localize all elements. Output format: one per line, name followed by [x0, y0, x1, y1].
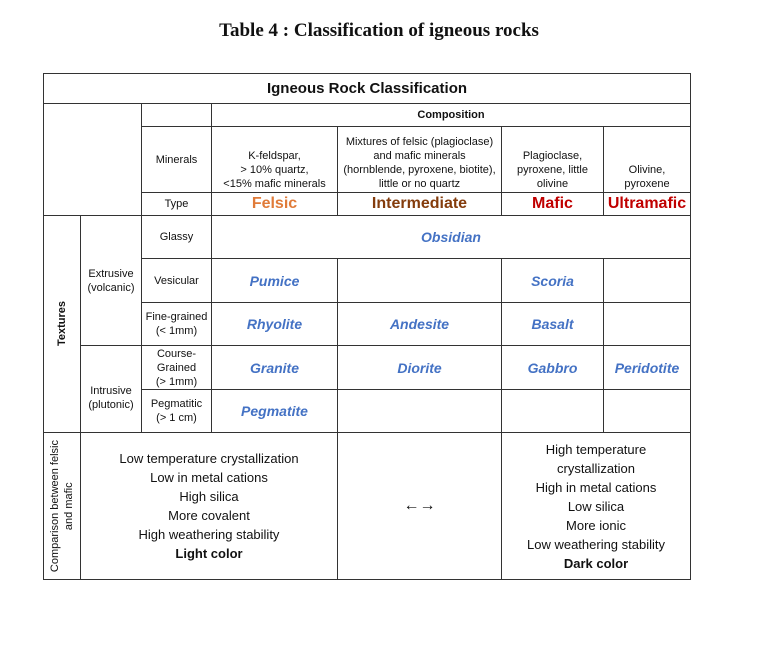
rock-andesite: Andesite: [337, 302, 502, 346]
mineral-line: > 10% quartz,: [240, 164, 309, 176]
rock-vesicular-ultramafic-empty: [603, 258, 691, 303]
mafic-property: Low silica: [567, 498, 625, 514]
blank-composition-label-cell: [141, 103, 212, 127]
rock-pegmatitic-ultramafic-empty: [603, 389, 691, 433]
table-caption: Table 4 : Classification of igneous rock…: [219, 20, 539, 41]
rock-peridotite: Peridotite: [603, 345, 691, 390]
mineral-line: Mixtures of felsic (plagioclase): [345, 136, 494, 148]
type-intermediate: Intermediate: [337, 192, 502, 216]
texture-label-pegmatitic: Pegmatitic (> 1 cm): [141, 389, 212, 433]
texture-label-line: (> 1 cm): [156, 412, 197, 424]
rock-pumice: Pumice: [211, 258, 338, 303]
mafic-property: High temperature: [545, 441, 647, 457]
textures-label-cell: Textures: [43, 215, 81, 433]
composition-header: Composition: [211, 103, 691, 127]
minerals-intermediate: Mixtures of felsic (plagioclase) and maf…: [337, 126, 502, 193]
comparison-label-cell: Comparison between felsic and mafic: [43, 432, 81, 580]
texture-label-course-grained: Course- Grained (> 1mm): [141, 345, 212, 390]
minerals-label: Minerals: [141, 126, 212, 193]
mineral-line: little or no quartz: [378, 178, 461, 190]
minerals-felsic: K-feldspar, > 10% quartz, <15% mafic min…: [211, 126, 338, 193]
texture-label-glassy: Glassy: [141, 215, 212, 259]
texture-label-line: Fine-grained: [145, 311, 208, 323]
rock-pegmatitic-intermediate-empty: [337, 389, 502, 433]
mineral-line: K-feldspar,: [248, 150, 301, 162]
comparison-arrow-cell: ←→: [337, 432, 502, 580]
mafic-color-property: Dark color: [563, 555, 629, 571]
mafic-property: Low weathering stability: [526, 536, 666, 552]
mineral-line: Plagioclase,: [522, 150, 583, 162]
group-label-line: Intrusive: [90, 385, 132, 397]
comparison-label-line: and mafic: [63, 482, 75, 530]
rock-diorite: Diorite: [337, 345, 502, 390]
comparison-felsic: Low temperature crystallization Low in m…: [80, 432, 338, 580]
mafic-property: High in metal cations: [535, 479, 657, 495]
group-label-line: (plutonic): [88, 399, 134, 411]
type-mafic: Mafic: [501, 192, 604, 216]
felsic-property: More covalent: [168, 508, 250, 523]
texture-label-line: (< 1mm): [155, 325, 198, 337]
left-right-arrow-icon: ←→: [403, 497, 436, 514]
group-extrusive: Extrusive (volcanic): [80, 215, 142, 346]
mineral-line: olivine: [536, 178, 569, 190]
minerals-mafic: Plagioclase, pyroxene, little olivine: [501, 126, 604, 193]
mineral-line: pyroxene: [624, 178, 670, 190]
texture-label-line: (> 1mm): [155, 375, 198, 388]
rock-fine-ultramafic-empty: [603, 302, 691, 346]
rock-vesicular-intermediate-empty: [337, 258, 502, 303]
rock-granite: Granite: [211, 345, 338, 390]
felsic-property: Low in metal cations: [150, 470, 268, 485]
texture-label-line: Course-: [156, 347, 197, 360]
texture-label-fine-grained: Fine-grained (< 1mm): [141, 302, 212, 346]
texture-label-line: Grained: [156, 361, 197, 374]
felsic-property: Low temperature crystallization: [119, 451, 299, 466]
comparison-mafic: High temperature crystallization High in…: [501, 432, 691, 580]
rock-pegmatite: Pegmatite: [211, 389, 338, 433]
texture-label-line: Pegmatitic: [150, 398, 203, 410]
mineral-line: Olivine,: [628, 164, 666, 176]
comparison-label-line: Comparison between felsic: [49, 439, 61, 573]
felsic-color-property: Light color: [175, 546, 243, 561]
felsic-property: High weathering stability: [138, 527, 280, 542]
rock-basalt: Basalt: [501, 302, 604, 346]
table-title: Igneous Rock Classification: [43, 73, 691, 104]
felsic-property: High silica: [179, 489, 239, 504]
textures-label: Textures: [56, 301, 68, 347]
rock-obsidian: Obsidian: [211, 215, 691, 259]
mafic-property: crystallization: [556, 460, 636, 476]
type-label: Type: [141, 192, 212, 216]
minerals-ultramafic: Olivine, pyroxene: [603, 126, 691, 193]
rock-gabbro: Gabbro: [501, 345, 604, 390]
type-felsic: Felsic: [211, 192, 338, 216]
type-ultramafic: Ultramafic: [603, 192, 691, 216]
blank-corner-cell: [43, 103, 142, 216]
mineral-line: and mafic minerals: [373, 150, 466, 162]
texture-label-vesicular: Vesicular: [141, 258, 212, 303]
mineral-line: <15% mafic minerals: [223, 178, 326, 190]
rock-rhyolite: Rhyolite: [211, 302, 338, 346]
mineral-line: (hornblende, pyroxene, biotite),: [343, 164, 496, 176]
rock-scoria: Scoria: [501, 258, 604, 303]
group-intrusive: Intrusive (plutonic): [80, 345, 142, 433]
mineral-line: pyroxene, little: [517, 164, 588, 176]
group-label-line: Extrusive: [88, 267, 134, 280]
comparison-label: Comparison between felsic and mafic: [48, 440, 76, 572]
group-label-line: (volcanic): [87, 281, 135, 294]
rock-pegmatitic-mafic-empty: [501, 389, 604, 433]
mafic-property: More ionic: [566, 517, 626, 533]
